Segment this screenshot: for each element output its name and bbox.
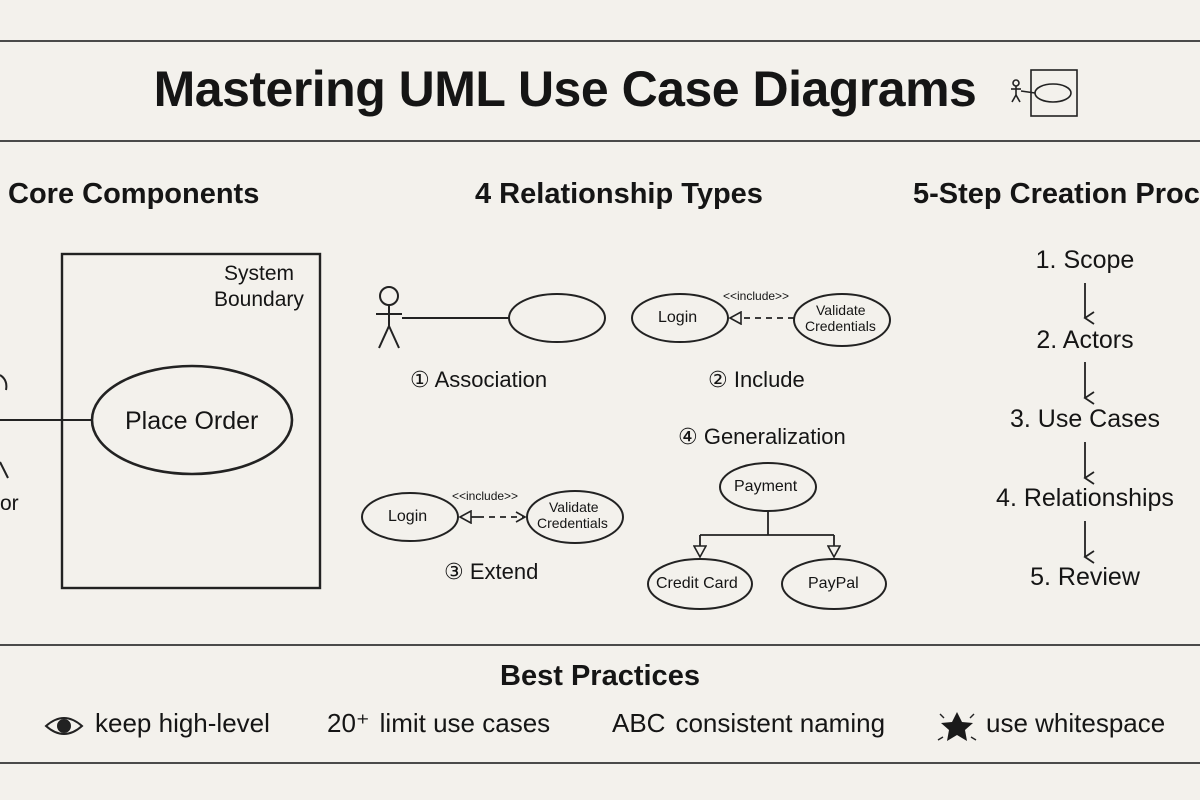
best-practice-text: use whitespace	[986, 708, 1166, 738]
extend-stereotype: <<include>>	[452, 489, 519, 503]
use-case-icon	[1011, 69, 1078, 117]
system-boundary-label-line2: Boundary	[214, 288, 304, 311]
generalization-child2-ellipse	[781, 558, 887, 610]
include-login-ellipse	[631, 293, 729, 343]
extend-login-text: Login	[388, 508, 428, 525]
count-badge: 20⁺	[327, 708, 370, 738]
best-practice-item: keep high-level	[95, 708, 270, 739]
relationship-types-heading: 4 Relationship Types	[475, 178, 763, 210]
content-bottom-rule	[0, 644, 1200, 646]
include-login-text: Login	[658, 309, 698, 326]
gen-child1-text: Credit Card	[656, 575, 738, 592]
generalization-label: ④ Generalization	[678, 424, 846, 449]
generalization-connectors	[700, 511, 834, 557]
best-practices-heading: Best Practices	[500, 660, 700, 692]
association-label: ① Association	[410, 367, 548, 392]
best-practice-item: use whitespace	[986, 708, 1165, 739]
association-actor-icon	[376, 286, 402, 349]
extend-validate-text-2: Credentials	[537, 515, 608, 531]
abc-badge: ABC	[612, 708, 666, 738]
actor-icon	[0, 374, 9, 479]
include-validate-text-2: Credentials	[805, 318, 876, 334]
extend-validate-ellipse	[526, 490, 624, 544]
best-practice-text: keep high-level	[95, 708, 270, 738]
extend-validate-text-1: Validate	[549, 499, 599, 515]
extend-label: ③ Extend	[444, 559, 539, 584]
process-step-5: 5. Review	[1030, 563, 1140, 591]
best-practice-item: 20⁺ limit use cases	[327, 708, 550, 739]
bottom-rule	[0, 762, 1200, 764]
star-icon	[937, 712, 977, 741]
generalization-child1-ellipse	[647, 558, 753, 610]
eye-icon	[44, 717, 84, 735]
best-practice-text: consistent naming	[675, 708, 886, 738]
process-step-1: 1. Scope	[1035, 246, 1135, 274]
system-boundary-label-line1: System	[224, 262, 295, 285]
include-label: ② Include	[708, 367, 805, 392]
include-validate-ellipse	[793, 293, 891, 347]
process-step-2: 2. Actors	[1036, 326, 1134, 354]
process-step-4: 4. Relationships	[996, 484, 1174, 512]
place-order-label: Place Order	[125, 407, 259, 435]
top-rule	[0, 40, 1200, 42]
best-practice-text: limit use cases	[379, 708, 551, 738]
gen-parent-text: Payment	[734, 478, 798, 495]
gen-child2-text: PayPal	[808, 575, 859, 592]
association-use-case	[508, 293, 606, 343]
core-components-heading: Core Components	[8, 178, 260, 210]
include-stereotype: <<include>>	[723, 289, 790, 303]
best-practice-item: ABC consistent naming	[612, 708, 885, 739]
extend-login-ellipse	[361, 492, 459, 542]
actor-label: or	[0, 492, 19, 515]
creation-process-heading: 5-Step Creation Proc	[913, 178, 1200, 210]
title-rule	[0, 140, 1200, 142]
page-title: Mastering UML Use Case Diagrams	[153, 61, 977, 117]
process-step-3: 3. Use Cases	[1009, 405, 1161, 433]
include-validate-text-1: Validate	[816, 302, 866, 318]
